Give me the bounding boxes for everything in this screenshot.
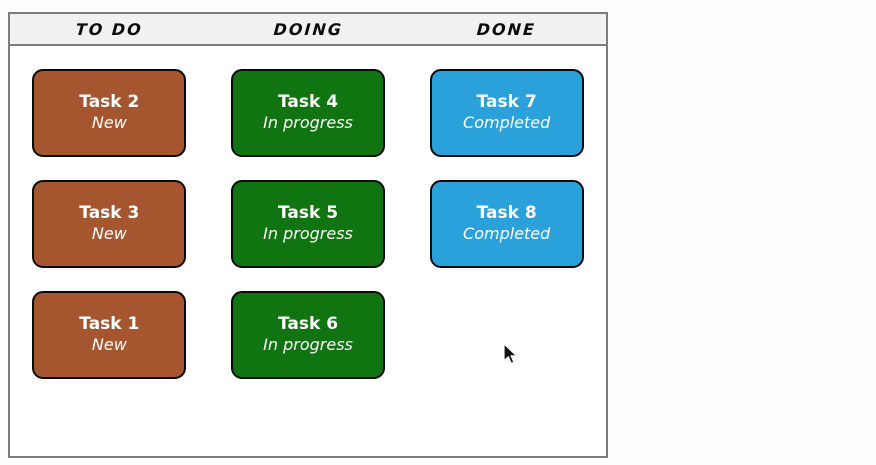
task-card-status: New — [91, 113, 127, 133]
task-card-title: Task 4 — [277, 91, 339, 112]
column-doing: Task 4 In progress Task 5 In progress Ta… — [209, 69, 408, 433]
task-card-status: In progress — [263, 113, 353, 133]
task-card-task5[interactable]: Task 5 In progress — [231, 180, 385, 268]
task-card-title: Task 2 — [79, 91, 140, 112]
kanban-header-row: TO DO DOING DONE — [10, 14, 606, 46]
task-card-title: Task 5 — [277, 202, 339, 223]
task-card-status: In progress — [263, 224, 353, 244]
column-done: Task 7 Completed Task 8 Completed — [407, 69, 606, 433]
task-card-title: Task 8 — [476, 202, 537, 223]
task-card-status: New — [91, 224, 127, 244]
task-card-task6[interactable]: Task 6 In progress — [231, 291, 385, 379]
column-header-doing: DOING — [272, 19, 344, 39]
task-card-status: In progress — [263, 335, 353, 355]
task-card-task7[interactable]: Task 7 Completed — [429, 69, 584, 157]
kanban-board: TO DO DOING DONE Task 2 New Task 3 New T… — [8, 12, 608, 458]
column-header-done: DONE — [476, 19, 537, 39]
task-card-task4[interactable]: Task 4 In progress — [231, 69, 385, 157]
kanban-body: Task 2 New Task 3 New Task 1 New Task 4 … — [10, 46, 606, 433]
task-card-task8[interactable]: Task 8 Completed — [429, 180, 584, 268]
column-todo: Task 2 New Task 3 New Task 1 New — [10, 69, 209, 433]
task-card-task1[interactable]: Task 1 New — [32, 291, 187, 379]
task-card-title: Task 1 — [79, 313, 140, 334]
task-card-title: Task 3 — [79, 202, 140, 223]
task-card-task3[interactable]: Task 3 New — [32, 180, 187, 268]
column-header-todo: TO DO — [75, 19, 144, 39]
task-card-status: Completed — [463, 224, 551, 244]
task-card-status: Completed — [463, 113, 551, 133]
task-card-status: New — [91, 335, 127, 355]
task-card-title: Task 6 — [277, 313, 339, 334]
task-card-title: Task 7 — [476, 91, 537, 112]
task-card-task2[interactable]: Task 2 New — [32, 69, 187, 157]
